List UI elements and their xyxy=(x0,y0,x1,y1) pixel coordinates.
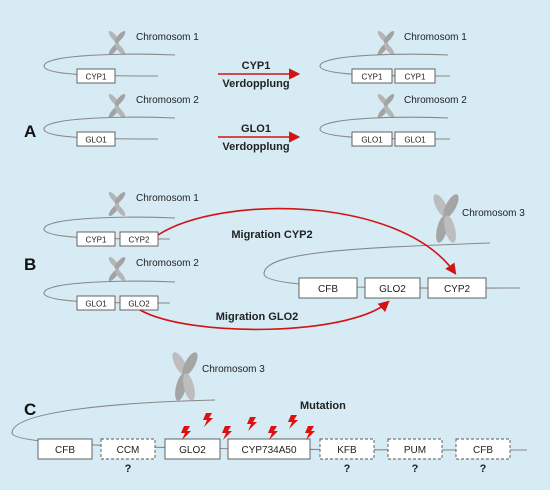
gene-box-pum xyxy=(387,438,443,460)
gene-label-cfb-b: CFB xyxy=(318,284,338,295)
arrow-migration-cyp2-label: Migration CYP2 xyxy=(231,229,312,241)
lightning-icon xyxy=(288,415,298,429)
chromosome-3-label-c: Chromosom 3 xyxy=(202,364,265,375)
chromosome-2-label-right: Chromosom 2 xyxy=(404,95,467,106)
arrow-cyp1-duplication: CYP1 Verdopplung xyxy=(218,60,301,90)
chromosome-3-label-b: Chromosom 3 xyxy=(462,208,525,219)
chromosome-2-before: Chromosom 2 GLO1 xyxy=(43,92,199,147)
gene-label-cyp1-b: CYP1 xyxy=(86,236,107,245)
panel-label-c: C xyxy=(24,400,36,419)
gene-box-ccm xyxy=(100,438,156,460)
gene-box-cyp1-copy-b xyxy=(394,68,436,84)
lightning-icon xyxy=(247,417,257,431)
gene-label-cfb-c1: CFB xyxy=(55,445,75,456)
gene-box-cyp734a50 xyxy=(227,438,311,460)
lightning-icon xyxy=(305,426,315,440)
gene-box-glo2-c xyxy=(164,438,221,460)
lightning-icon xyxy=(268,426,278,440)
arrow-migration-glo2-label: Migration GLO2 xyxy=(216,311,299,323)
gene-label-glo2-c: GLO2 xyxy=(179,445,206,456)
gene-label-cyp734a50: CYP734A50 xyxy=(241,445,296,456)
chromosome-icon xyxy=(107,190,127,218)
gene-box-cfb-c1 xyxy=(37,438,93,460)
chromosome-1-before: Chromosom 1 CYP1 xyxy=(43,29,199,84)
gene-label-cyp2-target: CYP2 xyxy=(444,284,471,295)
gene-box-cfb-b xyxy=(298,277,358,299)
arrow-cyp1-action: Verdopplung xyxy=(222,78,289,90)
gene-label-cfb-c2: CFB xyxy=(473,445,493,456)
lightning-icon xyxy=(203,413,213,427)
gene-box-glo1-copy-a xyxy=(351,131,393,147)
gene-box-cfb-c2 xyxy=(455,438,511,460)
gene-label-cyp2-origin: CYP2 xyxy=(129,236,150,245)
gene-box-glo2-target xyxy=(364,277,421,299)
chromosome-2-label-b: Chromosom 2 xyxy=(136,258,199,269)
gene-box-cyp2-target xyxy=(427,277,487,299)
mutation-label: Mutation xyxy=(300,400,346,412)
chromosome-2-panel-b: Chromosom 2 GLO1 GLO2 xyxy=(43,255,199,311)
lightning-icon xyxy=(181,426,191,440)
chromosome-1-panel-b: Chromosom 1 CYP1 CYP2 xyxy=(43,190,199,247)
chromosome-icon xyxy=(376,29,396,57)
gene-label-pum: PUM xyxy=(404,445,426,456)
arrow-cyp1-name: CYP1 xyxy=(242,60,271,72)
gene-label-glo1-copy-b: GLO1 xyxy=(404,136,426,145)
lightning-icon xyxy=(222,426,232,440)
chromosome-1-after: Chromosom 1 CYP1 CYP1 xyxy=(319,29,467,84)
unknown-mark-kfb: ? xyxy=(344,463,351,475)
gene-label-glo1-b: GLO1 xyxy=(85,300,107,309)
chromosome-icon xyxy=(107,255,127,283)
gene-label-cyp1-copy-b: CYP1 xyxy=(405,73,426,82)
gene-label-cyp1: CYP1 xyxy=(86,73,107,82)
gene-label-ccm: CCM xyxy=(117,445,140,456)
unknown-mark-cfb: ? xyxy=(480,463,487,475)
chromosome-icon xyxy=(107,29,127,57)
arrow-glo1-action: Verdopplung xyxy=(222,141,289,153)
arrow-migration-cyp2: Migration CYP2 xyxy=(157,207,457,275)
gene-label-glo2-target: GLO2 xyxy=(379,284,406,295)
chromosome-3-icon xyxy=(169,350,201,402)
chromosome-3-icon xyxy=(430,192,462,244)
unknown-mark-pum: ? xyxy=(412,463,419,475)
gene-box-glo1-b xyxy=(76,295,116,311)
chromosome-1-label: Chromosom 1 xyxy=(136,32,199,43)
gene-row-panel-c: CFB CCM ? GLO2 CYP734A50 KFB ? PUM ? CFB… xyxy=(37,438,511,475)
gene-label-cyp1-copy-a: CYP1 xyxy=(362,73,383,82)
gene-label-kfb: KFB xyxy=(337,445,357,456)
chromosome-3-panel-c: Chromosom 3 xyxy=(11,350,528,451)
gene-label-glo2-origin: GLO2 xyxy=(128,300,150,309)
chromosome-icon xyxy=(107,92,127,120)
arrow-glo1-duplication: GLO1 Verdopplung xyxy=(218,123,301,153)
chromosome-1-label-b: Chromosom 1 xyxy=(136,193,199,204)
gene-box-cyp1 xyxy=(76,68,116,84)
gene-box-glo1 xyxy=(76,131,116,147)
arrow-glo1-name: GLO1 xyxy=(241,123,271,135)
gene-label-glo1-copy-a: GLO1 xyxy=(361,136,383,145)
gene-label-glo1: GLO1 xyxy=(85,136,107,145)
gene-box-kfb xyxy=(319,438,375,460)
panel-label-a: A xyxy=(24,122,36,141)
panel-label-b: B xyxy=(24,255,36,274)
unknown-mark-ccm: ? xyxy=(125,463,132,475)
chromosome-3-panel-b: Chromosom 3 CFB GLO2 CYP2 xyxy=(263,192,525,299)
gene-box-cyp1-b xyxy=(76,231,116,247)
gene-box-glo1-copy-b xyxy=(394,131,436,147)
mutation-markers xyxy=(181,413,315,440)
arrow-migration-glo2: Migration GLO2 xyxy=(139,300,390,331)
chromosome-1-label-right: Chromosom 1 xyxy=(404,32,467,43)
gene-box-cyp1-copy-a xyxy=(351,68,393,84)
chromosome-2-after: Chromosom 2 GLO1 GLO1 xyxy=(319,92,467,147)
chromosome-icon xyxy=(376,92,396,120)
gene-box-glo2-origin xyxy=(119,295,159,311)
chromosome-2-label: Chromosom 2 xyxy=(136,95,199,106)
gene-box-cyp2-origin xyxy=(119,231,159,247)
